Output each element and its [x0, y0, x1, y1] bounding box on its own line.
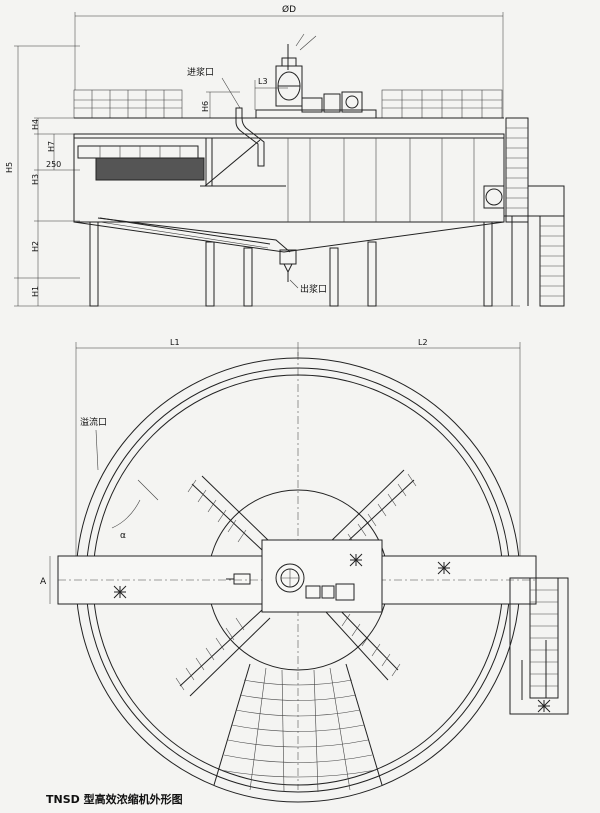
l2-label: L2 [418, 338, 428, 347]
h6-label: H6 [201, 101, 210, 112]
drive-wheel [275, 563, 305, 593]
support-legs [89, 221, 493, 307]
plan-stair [509, 577, 569, 715]
overflow-label: 溢流口 [80, 416, 107, 428]
h3-label: H3 [31, 174, 40, 185]
h1-label: H1 [31, 286, 40, 297]
elevation-view: ØD H5 H4 H7 H3 H2 H1 250 [5, 4, 565, 307]
stair-tower [504, 117, 565, 307]
l3-label: L3 [258, 77, 268, 86]
figure-caption: TNSD 型高效浓缩机外形图 [46, 792, 183, 806]
h7-label: H7 [47, 141, 56, 152]
tank-body [73, 117, 505, 282]
drive-platform [261, 539, 383, 613]
outlet-label: 出浆口 [300, 283, 327, 295]
plan-view: L1 L2 A [40, 338, 569, 803]
drive-unit [255, 33, 377, 119]
a-label: A [40, 577, 47, 587]
alpha-label: α [120, 531, 126, 541]
vent-symbols [113, 553, 551, 713]
cone-segments [213, 663, 383, 793]
dim-250-label: 250 [46, 160, 61, 169]
h4-label: H4 [31, 119, 40, 130]
h5-label: H5 [5, 162, 14, 173]
l1-label: L1 [170, 338, 180, 347]
h2-label: H2 [31, 241, 40, 252]
diameter-label: ØD [282, 4, 296, 15]
inlet-label: 进浆口 [187, 66, 214, 78]
